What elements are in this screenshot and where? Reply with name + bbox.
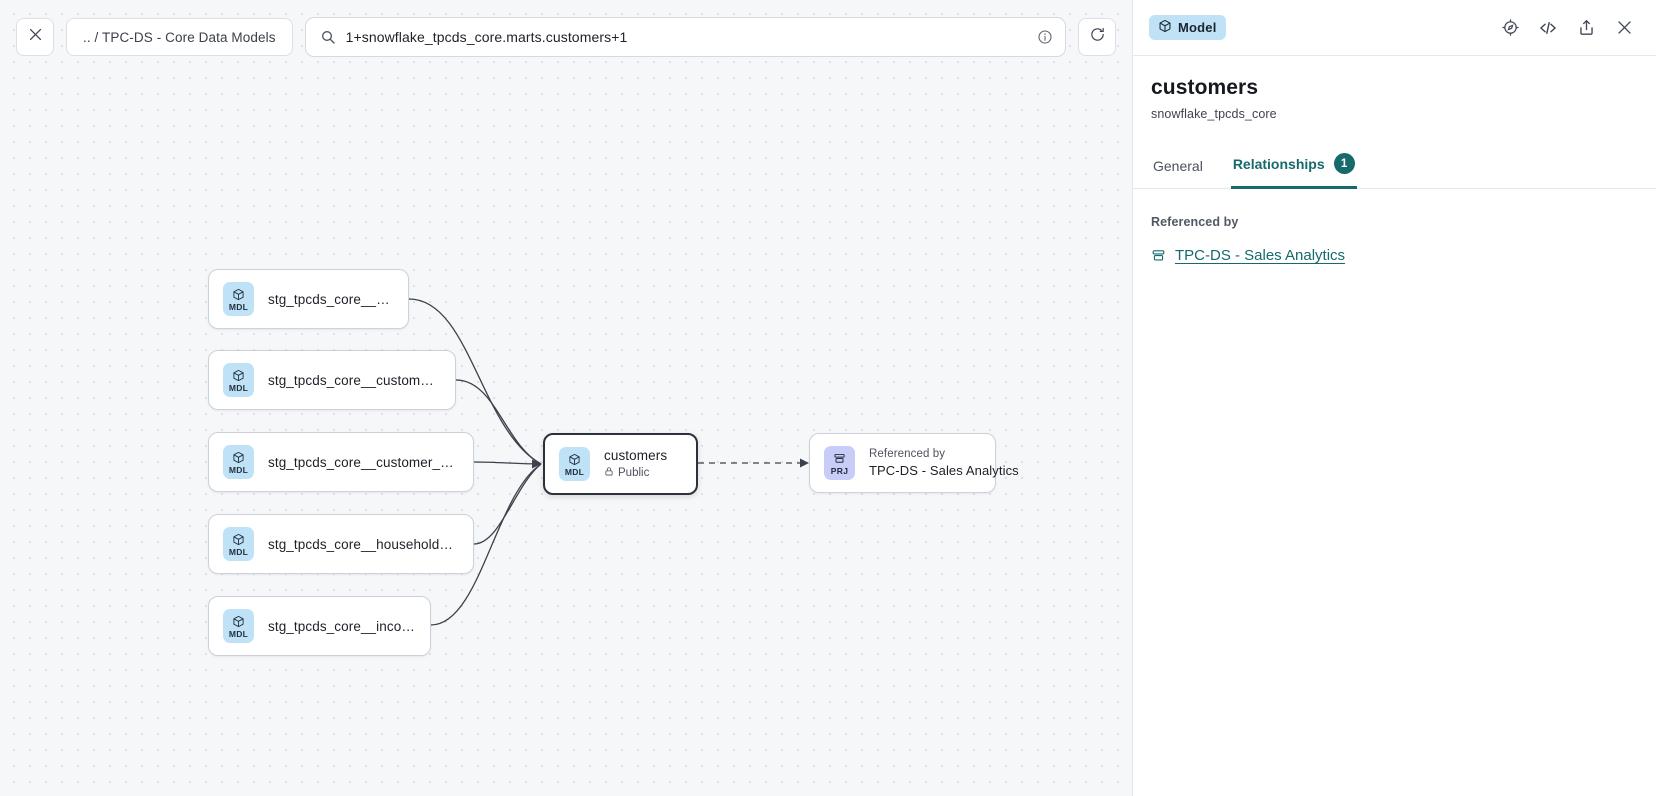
asset-type-label: Model [1178, 20, 1217, 35]
tab-relationships-count: 1 [1333, 153, 1355, 174]
node-title: customers [604, 448, 668, 463]
model-badge: MDL [223, 527, 254, 561]
side-panel-title-block: customers snowflake_tpcds_core [1133, 56, 1656, 121]
node-text: customers Public [604, 448, 667, 480]
share-icon[interactable] [1572, 14, 1600, 42]
badge-label: MDL [228, 382, 249, 393]
search-bar[interactable]: 1+snowflake_tpcds_core.marts.customers+1 [304, 17, 1066, 57]
graph-edges [408, 298, 809, 626]
refresh-button[interactable] [1078, 18, 1116, 56]
cube-icon [568, 453, 581, 466]
breadcrumb[interactable]: .. / TPC-DS - Core Data Models [66, 18, 293, 56]
close-lineage-button[interactable] [16, 18, 54, 56]
badge-label: MDL [228, 546, 249, 557]
node-text: stg_tpcds_core__customer_demogra… [268, 455, 459, 470]
info-circle-icon[interactable] [1037, 29, 1053, 45]
node-title: stg_tpcds_core__customer_demogra… [268, 454, 459, 470]
graph-node-upstream[interactable]: MDL stg_tpcds_core__customer_address [208, 350, 456, 410]
node-title: stg_tpcds_core__income_band [268, 618, 416, 634]
compass-icon[interactable] [1496, 14, 1524, 42]
tab-relationships[interactable]: Relationships 1 [1230, 145, 1357, 189]
node-visibility: Public [604, 466, 667, 480]
model-badge: MDL [559, 447, 590, 481]
asset-type-pill[interactable]: Model [1149, 15, 1226, 40]
lineage-graph[interactable]: MDL stg_tpcds_core__customer MDL [0, 0, 1132, 796]
tab-general-label: General [1153, 158, 1203, 174]
tab-general[interactable]: General [1151, 150, 1205, 189]
graph-node-upstream[interactable]: MDL stg_tpcds_core__household_demogr… [208, 514, 474, 574]
model-badge: MDL [223, 445, 254, 479]
model-badge: MDL [223, 282, 254, 316]
referenced-by-link[interactable]: TPC-DS - Sales Analytics [1151, 247, 1345, 264]
node-kicker: Referenced by [869, 448, 946, 460]
referenced-by-link-label: TPC-DS - Sales Analytics [1175, 247, 1346, 264]
tab-relationships-label: Relationships [1232, 155, 1325, 172]
side-panel-header: Model [1133, 0, 1656, 56]
graph-node-downstream-project[interactable]: PRJ Referenced by TPC-DS - Sales Analyti… [809, 433, 1019, 493]
close-icon [27, 26, 44, 48]
graph-node-upstream[interactable]: MDL stg_tpcds_core__customer [208, 269, 409, 329]
section-label-referenced-by: Referenced by [1151, 215, 1239, 229]
model-badge: MDL [223, 363, 254, 397]
model-badge: MDL [223, 609, 254, 643]
node-text: stg_tpcds_core__customer_address [268, 373, 441, 388]
node-text: stg_tpcds_core__household_demogr… [268, 537, 459, 552]
side-panel-tabs: General Relationships 1 [1133, 145, 1656, 189]
refresh-icon [1089, 26, 1106, 48]
page-title: customers [1151, 76, 1259, 99]
graph-node-selected-customers[interactable]: MDL customers Public [543, 433, 698, 495]
cube-icon [232, 533, 245, 546]
cube-icon [232, 369, 245, 382]
graph-node-upstream[interactable]: MDL stg_tpcds_core__customer_demogra… [208, 432, 474, 492]
project-badge: PRJ [824, 446, 855, 480]
badge-label: MDL [564, 466, 585, 477]
node-text: stg_tpcds_core__customer [268, 292, 394, 307]
badge-label: MDL [228, 464, 249, 475]
project-icon [833, 452, 846, 465]
details-side-panel: Model [1132, 0, 1656, 796]
cube-icon [232, 615, 245, 628]
badge-label: MDL [228, 301, 249, 312]
badge-label: PRJ [830, 465, 849, 476]
node-title: stg_tpcds_core__customer [268, 291, 394, 307]
project-icon [1151, 248, 1166, 263]
badge-label: MDL [228, 628, 249, 639]
close-icon[interactable] [1610, 14, 1638, 42]
node-title: stg_tpcds_core__household_demogr… [268, 536, 459, 552]
search-input[interactable]: 1+snowflake_tpcds_core.marts.customers+1 [345, 29, 628, 45]
lineage-canvas[interactable]: .. / TPC-DS - Core Data Models 1+snowfla… [0, 0, 1132, 796]
canvas-toolbar: .. / TPC-DS - Core Data Models 1+snowfla… [0, 0, 1132, 74]
lock-icon [604, 466, 614, 480]
edge-arrow-in [532, 459, 541, 469]
search-icon [320, 29, 336, 45]
node-title: stg_tpcds_core__customer_address [268, 372, 441, 388]
node-visibility-label: Public [618, 467, 650, 479]
cube-icon [232, 288, 245, 301]
code-icon[interactable] [1534, 14, 1562, 42]
node-text: Referenced by TPC-DS - Sales Analytics [869, 448, 1019, 478]
node-text: stg_tpcds_core__income_band [268, 619, 416, 634]
cube-icon [1158, 19, 1172, 36]
graph-node-upstream[interactable]: MDL stg_tpcds_core__income_band [208, 596, 431, 656]
edge-arrow-out [800, 458, 809, 468]
cube-icon [232, 451, 245, 464]
node-title: TPC-DS - Sales Analytics [869, 463, 1019, 478]
relationships-panel-body: Referenced by TPC-DS - Sales Analytics [1133, 189, 1656, 268]
page-subtitle: snowflake_tpcds_core [1151, 107, 1277, 121]
